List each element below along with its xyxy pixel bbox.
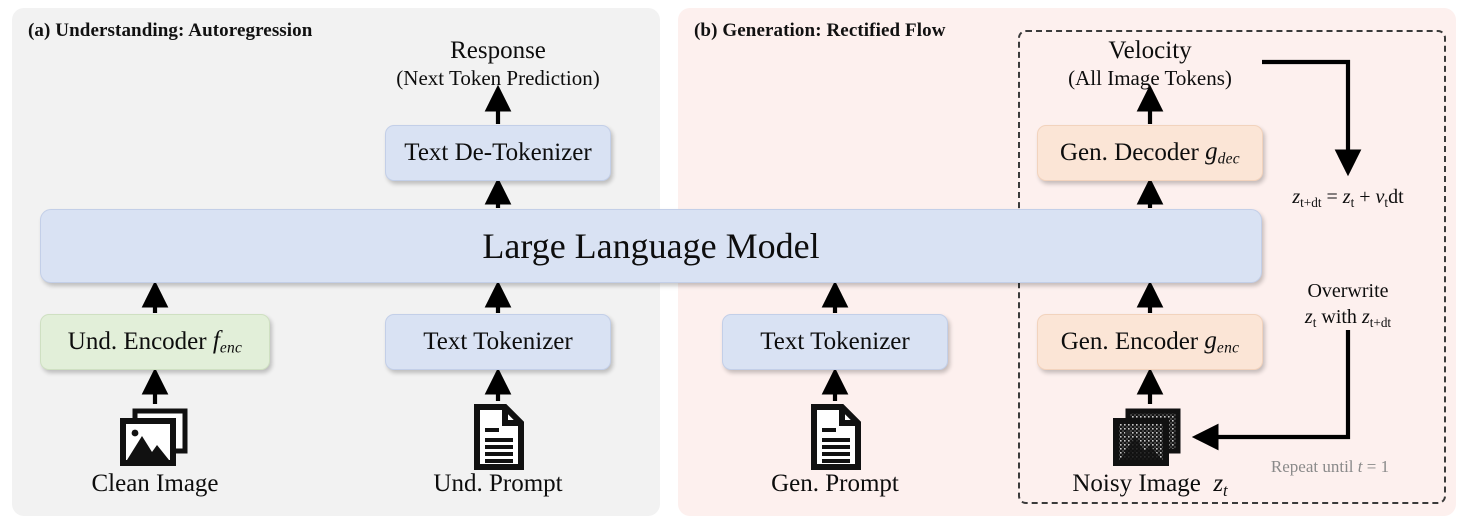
node-gen-decoder[interactable]: Gen. Decoder gdec bbox=[1037, 125, 1263, 181]
node-text-detokenizer[interactable]: Text De-Tokenizer bbox=[385, 125, 611, 181]
node-symbol: gdec bbox=[1205, 137, 1240, 168]
equation-overwrite: Overwrite zt with zt+dt bbox=[1305, 278, 1391, 331]
caption-response: Response (Next Token Prediction) bbox=[396, 36, 599, 90]
note-repeat-until: Repeat until t = 1 bbox=[1271, 457, 1389, 477]
panel-title-generation: (b) Generation: Rectified Flow bbox=[694, 20, 946, 41]
ow-sub1: t bbox=[1312, 314, 1317, 330]
document-icon bbox=[808, 404, 864, 475]
node-large-language-model[interactable]: Large Language Model bbox=[40, 209, 1262, 283]
ow-sym2: z bbox=[1361, 306, 1370, 328]
panel-title-understanding: (a) Understanding: Autoregression bbox=[28, 20, 313, 41]
eq-rhs1-sym: z bbox=[1342, 186, 1351, 208]
caption-response-main: Response bbox=[450, 37, 546, 64]
node-label: Text Tokenizer bbox=[423, 328, 573, 355]
ow-sym1: z bbox=[1304, 306, 1313, 328]
equation-euler-step: zt+dt = zt + vtdt bbox=[1292, 186, 1403, 211]
caption-und-prompt: Und. Prompt bbox=[433, 470, 563, 497]
eq-lhs-sub: t+dt bbox=[1300, 194, 1322, 210]
caption-velocity-sub: (All Image Tokens) bbox=[1068, 65, 1232, 90]
node-label: Text Tokenizer bbox=[760, 328, 910, 355]
repeat-eq: = 1 bbox=[1366, 457, 1390, 476]
repeat-var: t bbox=[1357, 457, 1363, 476]
node-text-tokenizer-generation[interactable]: Text Tokenizer bbox=[722, 314, 948, 370]
image-stack-icon bbox=[119, 408, 193, 475]
caption-velocity: Velocity (All Image Tokens) bbox=[1068, 36, 1232, 90]
caption-clean-image: Clean Image bbox=[91, 470, 219, 497]
caption-noisy-symbol: zt bbox=[1213, 470, 1228, 500]
ow-sub2: t+dt bbox=[1369, 314, 1392, 330]
eq-lhs-sym: z bbox=[1292, 186, 1301, 208]
caption-response-sub: (Next Token Prediction) bbox=[396, 65, 600, 90]
node-symbol: fenc bbox=[212, 326, 243, 357]
caption-noisy-image: Noisy Image zt bbox=[1072, 470, 1227, 501]
node-label: Gen. Encoder bbox=[1060, 328, 1199, 355]
eq-plus: + bbox=[1359, 186, 1371, 208]
document-icon bbox=[471, 404, 527, 475]
node-und-encoder[interactable]: Und. Encoder fenc bbox=[40, 314, 270, 370]
caption-noisy-label: Noisy Image bbox=[1072, 470, 1201, 497]
node-label: Text De-Tokenizer bbox=[404, 139, 592, 166]
caption-gen-prompt: Gen. Prompt bbox=[771, 470, 899, 497]
eq-equals: = bbox=[1326, 186, 1338, 208]
eq-rhs1-sub: t bbox=[1350, 194, 1355, 210]
repeat-text: Repeat until bbox=[1270, 457, 1354, 476]
eq-rhs2-tail: dt bbox=[1388, 186, 1404, 208]
caption-velocity-main: Velocity bbox=[1108, 37, 1192, 64]
node-label: Und. Encoder bbox=[67, 328, 207, 355]
node-symbol: genc bbox=[1204, 326, 1240, 357]
overwrite-line2: zt with zt+dt bbox=[1305, 304, 1391, 331]
noisy-image-stack-icon bbox=[1112, 408, 1186, 475]
eq-rhs2-sym: v bbox=[1375, 186, 1385, 208]
node-label: Gen. Decoder bbox=[1060, 139, 1199, 166]
ow-mid: with bbox=[1321, 306, 1357, 328]
node-gen-encoder[interactable]: Gen. Encoder genc bbox=[1037, 314, 1263, 370]
node-text-tokenizer-understanding[interactable]: Text Tokenizer bbox=[385, 314, 611, 370]
node-label: Large Language Model bbox=[482, 226, 820, 266]
overwrite-line1: Overwrite bbox=[1307, 280, 1389, 302]
eq-rhs2-sub: t bbox=[1384, 194, 1389, 210]
